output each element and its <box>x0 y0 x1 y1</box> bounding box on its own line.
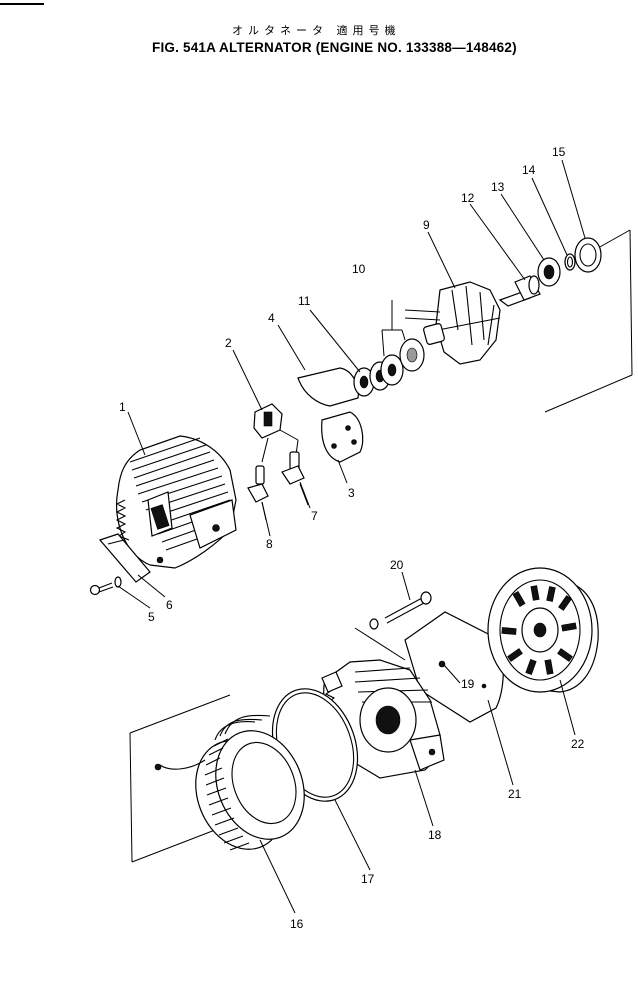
callout-16: 16 <box>290 917 304 931</box>
callout-17: 17 <box>361 872 375 886</box>
part-13-bearing <box>537 257 561 287</box>
part-16-stator <box>154 714 305 851</box>
callout-18: 18 <box>428 828 442 842</box>
callout-11: 11 <box>298 294 311 308</box>
part-14-snap-ring <box>564 253 576 271</box>
callout-14: 14 <box>522 163 536 177</box>
callout-12: 12 <box>461 191 475 205</box>
part-18-rear-housing <box>321 659 445 779</box>
upper-assembly-bracket <box>544 229 633 413</box>
callout-2: 2 <box>225 336 232 350</box>
corner-rule <box>0 3 44 5</box>
part-8-brush <box>247 465 269 521</box>
callout-21: 21 <box>508 787 522 801</box>
callout-15: 15 <box>552 145 566 159</box>
callout-9: 9 <box>423 218 430 232</box>
callout-5: 5 <box>148 610 155 624</box>
part-15-oil-seal <box>574 237 602 273</box>
callout-13: 13 <box>491 180 505 194</box>
part-12-spacer <box>514 275 541 301</box>
lower-assembly-bracket <box>129 627 406 863</box>
part-7-brush <box>281 451 309 506</box>
callout-8: 8 <box>266 537 273 551</box>
callout-19: 19 <box>461 677 475 691</box>
part-22-fan-pulley <box>487 567 599 693</box>
callout-3: 3 <box>348 486 355 500</box>
part-6-cover <box>98 533 151 583</box>
title-japanese: オルタネータ 適用号機 <box>232 24 401 37</box>
part-9-rotor <box>404 281 532 365</box>
callout-1: 1 <box>119 400 126 414</box>
part-1-front-housing <box>115 435 237 569</box>
leader-lines <box>117 159 586 914</box>
callout-20: 20 <box>390 558 404 572</box>
callout-22: 22 <box>571 737 585 751</box>
callout-10: 10 <box>352 262 366 276</box>
part-5-bolt <box>89 576 122 596</box>
part-11-bearing <box>353 361 391 397</box>
figure-title: FIG. 541A ALTERNATOR (ENGINE NO. 133388—… <box>152 40 517 55</box>
callout-4: 4 <box>268 311 275 325</box>
part-10-bearings <box>380 300 425 386</box>
part-2-brush-holder <box>253 403 299 463</box>
part-3-rectifier-plate <box>321 411 364 463</box>
part-20-through-bolt <box>369 591 432 630</box>
part-4-insulator-plate <box>297 367 359 407</box>
callout-6: 6 <box>166 598 173 612</box>
callout-labels: 1 2 3 4 5 6 7 8 9 10 11 12 13 14 15 16 1… <box>119 145 585 931</box>
callout-7: 7 <box>311 509 318 523</box>
